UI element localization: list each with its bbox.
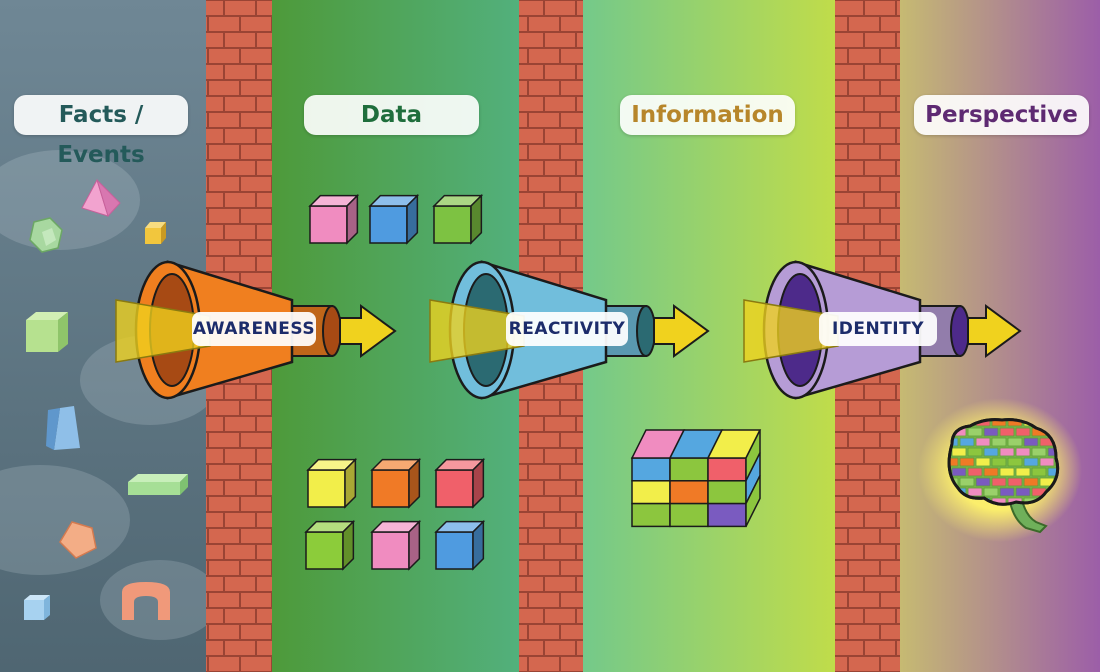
cube-icon (306, 457, 358, 509)
cube-icon (434, 457, 486, 509)
cube-icon (370, 457, 422, 509)
hexagon-icon (29, 217, 63, 253)
input-beam (743, 299, 839, 363)
brain-icon (918, 398, 1082, 542)
pentagon-icon (59, 521, 97, 559)
stage-label-perspective: Perspective (914, 95, 1089, 135)
stage-label-facts-events: Facts / Events (14, 95, 188, 168)
arch-icon (122, 582, 170, 620)
stage-label-information: Information (620, 95, 795, 135)
input-beam (115, 299, 211, 363)
cube-icon (24, 595, 50, 620)
stage-label-data: Data (304, 95, 479, 135)
cube-icon (368, 193, 420, 245)
cube-icon (434, 519, 486, 571)
cube-icon (26, 312, 68, 352)
cube-icon (432, 193, 484, 245)
funnel-reactivity (429, 260, 710, 400)
trapezoid-icon (46, 406, 80, 450)
cube-icon (304, 519, 356, 571)
process-label-awareness: AWARENESS (192, 312, 316, 346)
cube-icon (370, 519, 422, 571)
facts-shapes (24, 178, 188, 620)
input-beam (429, 299, 525, 363)
arrow-icon (653, 304, 710, 358)
arrow-icon (339, 304, 397, 358)
cube-icon (145, 222, 166, 244)
process-label-identity: IDENTITY (819, 312, 937, 346)
data-cubes (304, 193, 486, 571)
pyramid-icon (81, 178, 121, 217)
cube-icon (308, 193, 360, 245)
slab-icon (128, 474, 188, 495)
rubiks-cube-icon (630, 429, 762, 528)
process-label-reactivity: REACTIVITY (506, 312, 628, 346)
arrow-icon (967, 304, 1022, 358)
